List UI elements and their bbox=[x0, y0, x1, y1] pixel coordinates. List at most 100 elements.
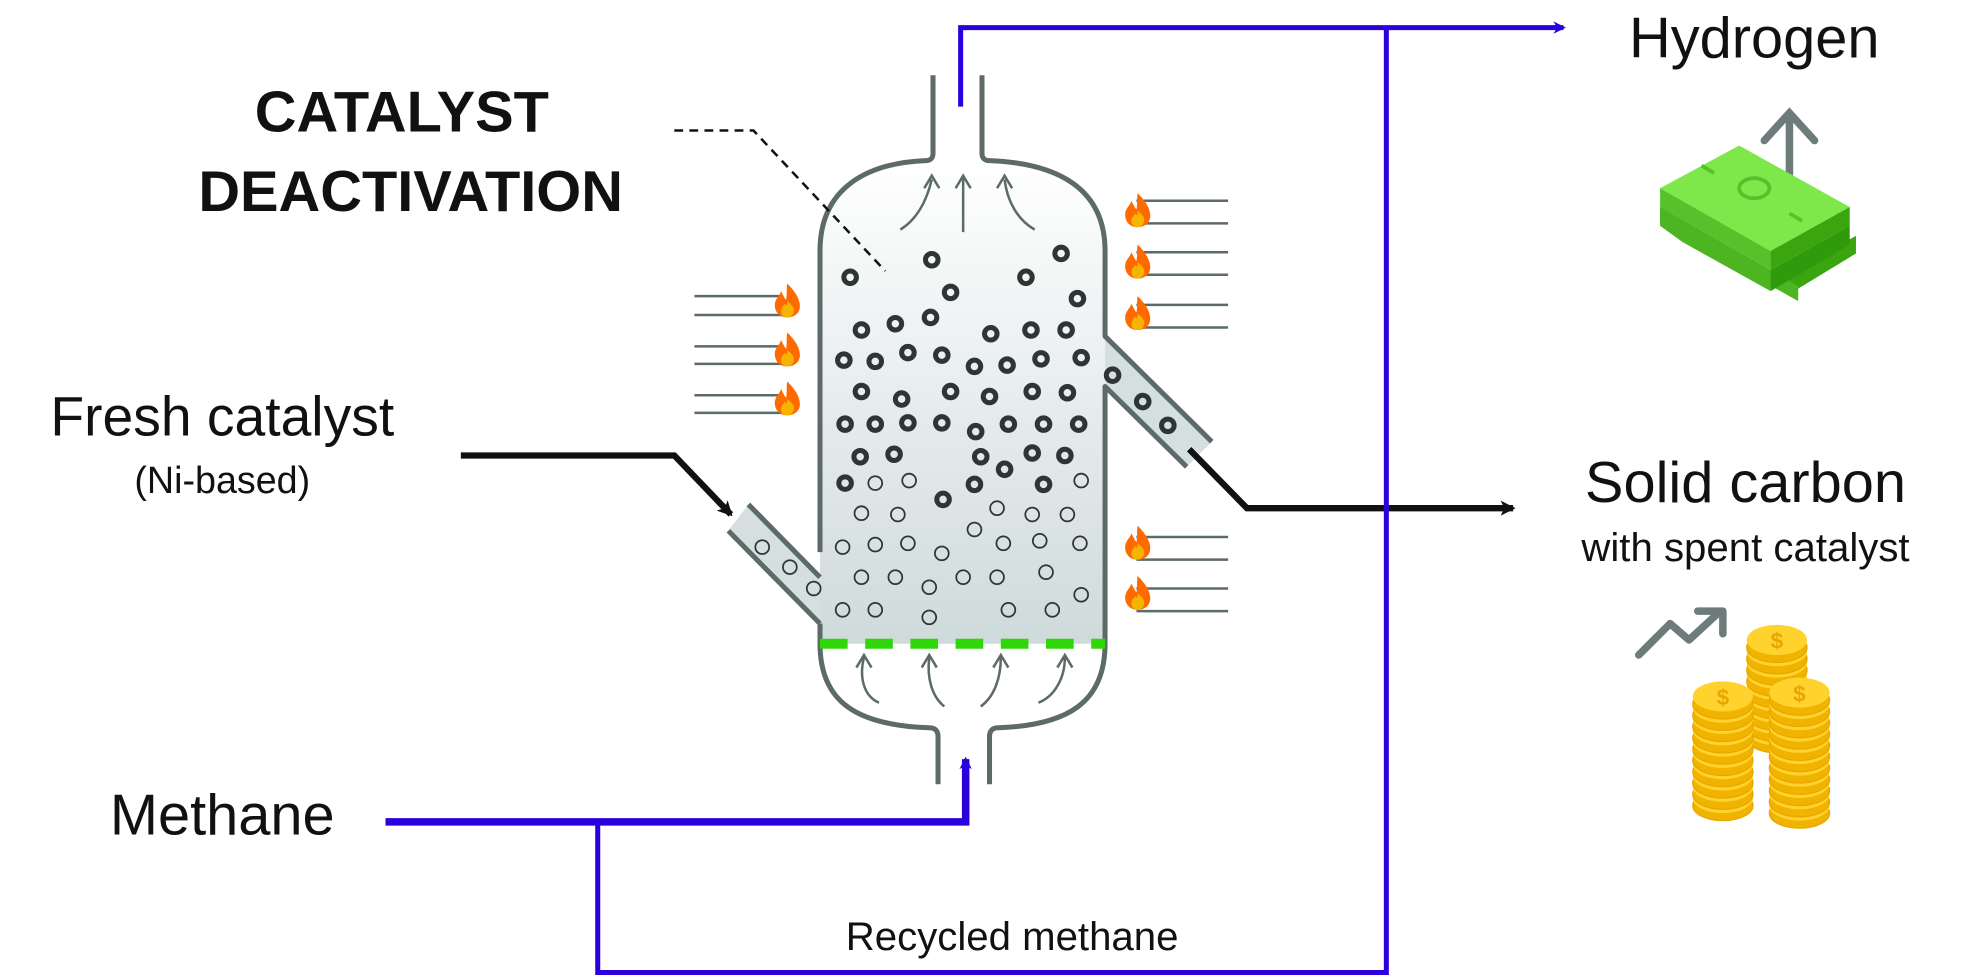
catalyst-particle bbox=[867, 475, 884, 491]
catalyst-particle bbox=[933, 346, 951, 364]
catalyst-particle bbox=[853, 569, 870, 585]
flame-icon bbox=[1125, 193, 1151, 228]
hydrogen-label: Hydrogen bbox=[1629, 7, 1879, 71]
flame-icon bbox=[1125, 525, 1151, 560]
catalyst-particle bbox=[1032, 350, 1050, 368]
catalyst-particle bbox=[900, 535, 916, 552]
methane-feed-line bbox=[385, 756, 972, 826]
recycled-methane-label: Recycled methane bbox=[846, 914, 1179, 959]
callout-title-line1: CATALYST bbox=[255, 81, 549, 145]
catalyst-particle bbox=[1069, 415, 1088, 433]
catalyst-particle bbox=[1103, 366, 1122, 384]
catalyst-particle bbox=[934, 545, 950, 562]
catalyst-particle bbox=[989, 569, 1005, 585]
catalyst-particle bbox=[892, 390, 911, 408]
dollar-sign-icon: $ bbox=[1793, 681, 1806, 706]
catalyst-particle bbox=[851, 447, 869, 466]
catalyst-particle bbox=[1056, 446, 1074, 465]
catalyst-particle bbox=[941, 283, 960, 302]
catalyst-particle bbox=[980, 387, 999, 406]
catalyst-particle bbox=[999, 415, 1018, 433]
catalyst-particle bbox=[1133, 392, 1152, 411]
catalyst-particle bbox=[834, 539, 851, 555]
catalyst-particle bbox=[941, 382, 960, 401]
catalyst-particle bbox=[1034, 475, 1053, 494]
catalyst-particle bbox=[1000, 602, 1017, 618]
catalyst-particle bbox=[805, 580, 822, 597]
hydrogen-outlet-line bbox=[958, 21, 1566, 107]
catalyst-particle bbox=[890, 506, 906, 523]
catalyst-particle bbox=[981, 324, 1000, 343]
catalyst-particle bbox=[934, 490, 952, 509]
fresh-catalyst-feed-arrow bbox=[460, 452, 734, 517]
dollar-sign-icon: $ bbox=[1771, 629, 1784, 654]
catalyst-particle bbox=[1057, 321, 1075, 339]
catalyst-particle bbox=[1072, 535, 1088, 552]
catalyst-particle bbox=[1058, 383, 1077, 402]
catalyst-particle bbox=[852, 321, 871, 339]
catalyst-particle bbox=[971, 447, 990, 466]
catalyst-particle bbox=[1159, 416, 1177, 435]
fresh-catalyst-label: Fresh catalyst bbox=[50, 385, 394, 447]
catalyst-particle bbox=[853, 505, 870, 521]
flame-icon bbox=[1125, 575, 1151, 610]
catalyst-particle bbox=[1024, 506, 1041, 523]
recycle-line bbox=[595, 27, 1389, 975]
catalyst-particle bbox=[965, 357, 984, 376]
solid-carbon-label: Solid carbon bbox=[1585, 451, 1906, 515]
catalyst-particle bbox=[966, 521, 983, 538]
catalyst-particle bbox=[887, 569, 904, 585]
catalyst-particle bbox=[921, 308, 940, 327]
catalyst-particle bbox=[867, 602, 884, 618]
catalyst-particle bbox=[836, 415, 854, 433]
catalyst-particles bbox=[754, 244, 1177, 626]
catalyst-particle bbox=[866, 415, 885, 433]
catalyst-particle bbox=[1038, 564, 1054, 580]
catalyst-particle bbox=[995, 460, 1014, 479]
catalyst-particle bbox=[922, 250, 941, 269]
catalyst-particle bbox=[995, 535, 1012, 552]
catalyst-particle bbox=[885, 445, 903, 464]
coin-face bbox=[1746, 624, 1808, 656]
catalyst-particle bbox=[867, 536, 884, 553]
catalyst-particle bbox=[966, 422, 985, 441]
gas-lines bbox=[385, 21, 1566, 975]
catalyst-particle bbox=[998, 356, 1016, 374]
catalyst-particle bbox=[1073, 586, 1089, 603]
solid-carbon-sublabel: with spent catalyst bbox=[1580, 525, 1909, 570]
catalyst-particle bbox=[1034, 415, 1053, 433]
coin-face bbox=[1692, 681, 1754, 712]
catalyst-particle bbox=[899, 343, 917, 362]
catalyst-particle bbox=[866, 352, 885, 371]
catalyst-particle bbox=[989, 500, 1005, 516]
catalyst-particle bbox=[1073, 472, 1089, 489]
catalyst-particle bbox=[754, 539, 771, 555]
catalyst-particle bbox=[955, 569, 971, 585]
catalyst-particle bbox=[1044, 602, 1061, 618]
flame-icon bbox=[774, 332, 800, 367]
catalyst-particle bbox=[921, 579, 938, 596]
flame-icon bbox=[1125, 244, 1151, 279]
catalyst-particle bbox=[933, 414, 951, 432]
catalyst-particle bbox=[841, 268, 859, 287]
flame-icon bbox=[1125, 296, 1151, 331]
heater-left bbox=[694, 294, 782, 415]
catalyst-particle bbox=[782, 559, 798, 575]
catalyst-particle bbox=[836, 474, 854, 492]
catalyst-particle bbox=[852, 382, 871, 401]
catalyst-particle bbox=[1072, 348, 1090, 367]
catalyst-particle bbox=[965, 475, 984, 494]
catalyst-particle bbox=[1022, 321, 1040, 339]
dollar-sign-icon: $ bbox=[1717, 685, 1730, 710]
catalyst-particle bbox=[921, 609, 938, 626]
flame-icon bbox=[774, 381, 800, 416]
catalyst-particle bbox=[834, 602, 851, 618]
catalyst-particle bbox=[1023, 444, 1042, 462]
reactor-vessel bbox=[726, 75, 1214, 785]
solid-carbon-outlet-arrow bbox=[1186, 447, 1516, 516]
catalyst-particle bbox=[1023, 382, 1042, 401]
coin-stacks-icon: $ $ $ bbox=[1634, 607, 1831, 829]
catalyst-particle bbox=[1031, 533, 1048, 549]
fresh-catalyst-sublabel: (Ni-based) bbox=[134, 459, 310, 501]
